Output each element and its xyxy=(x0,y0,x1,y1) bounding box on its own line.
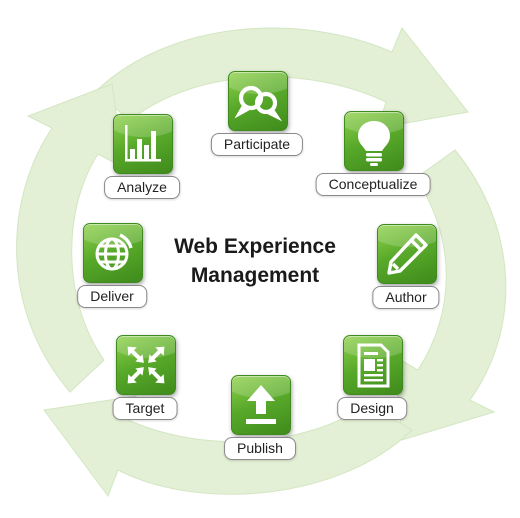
step-label: Publish xyxy=(224,437,296,460)
analyze-tile xyxy=(113,114,173,174)
step-label: Participate xyxy=(210,133,304,156)
step-label: Analyze xyxy=(104,176,180,199)
conceptualize-tile xyxy=(344,111,404,171)
upload-arrow-icon xyxy=(246,385,276,424)
step-label: Conceptualize xyxy=(315,173,431,196)
title-line-1: Web Experience xyxy=(174,235,336,258)
document-layout-icon xyxy=(357,343,390,388)
step-label: Author xyxy=(372,286,440,309)
diagram-title: Web Experience Management xyxy=(150,232,360,290)
bar-chart-icon xyxy=(125,125,161,162)
globe-icon xyxy=(95,233,133,271)
participate-tile xyxy=(228,71,288,131)
step-label: Design xyxy=(337,397,407,420)
deliver-tile xyxy=(83,223,143,283)
publish-tile xyxy=(231,375,291,435)
author-tile xyxy=(377,224,437,284)
target-tile xyxy=(116,335,176,395)
cycle-arrow-right xyxy=(393,149,507,441)
cycle-arrow-top xyxy=(94,27,469,129)
speech-bubbles-icon xyxy=(234,85,283,122)
step-label: Deliver xyxy=(77,285,147,308)
cycle-arrow-left xyxy=(16,83,125,393)
pencil-icon xyxy=(387,233,428,275)
lightbulb-icon xyxy=(358,121,390,166)
title-line-2: Management xyxy=(190,264,320,287)
target-arrows-icon xyxy=(127,346,165,384)
design-tile xyxy=(343,335,403,395)
step-label: Target xyxy=(112,397,178,420)
